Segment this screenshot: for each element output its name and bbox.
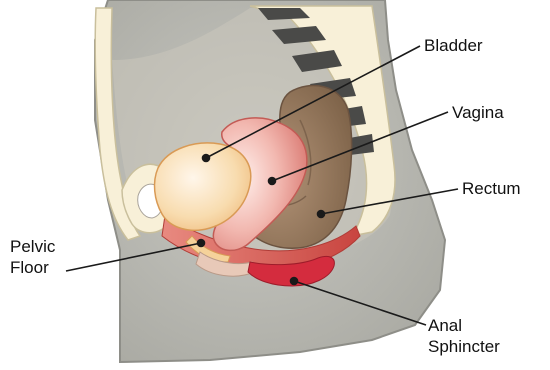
label-pelvic-floor-line2: Floor	[10, 257, 55, 278]
label-anal-sphincter: Anal Sphincter	[428, 315, 500, 357]
label-pelvic-floor: Pelvic Floor	[10, 236, 55, 278]
label-anal-sphincter-line2: Sphincter	[428, 336, 500, 357]
label-vagina: Vagina	[452, 102, 504, 123]
label-rectum: Rectum	[462, 178, 521, 199]
label-anal-sphincter-line1: Anal	[428, 315, 500, 336]
label-pelvic-floor-line1: Pelvic	[10, 236, 55, 257]
label-bladder: Bladder	[424, 35, 483, 56]
